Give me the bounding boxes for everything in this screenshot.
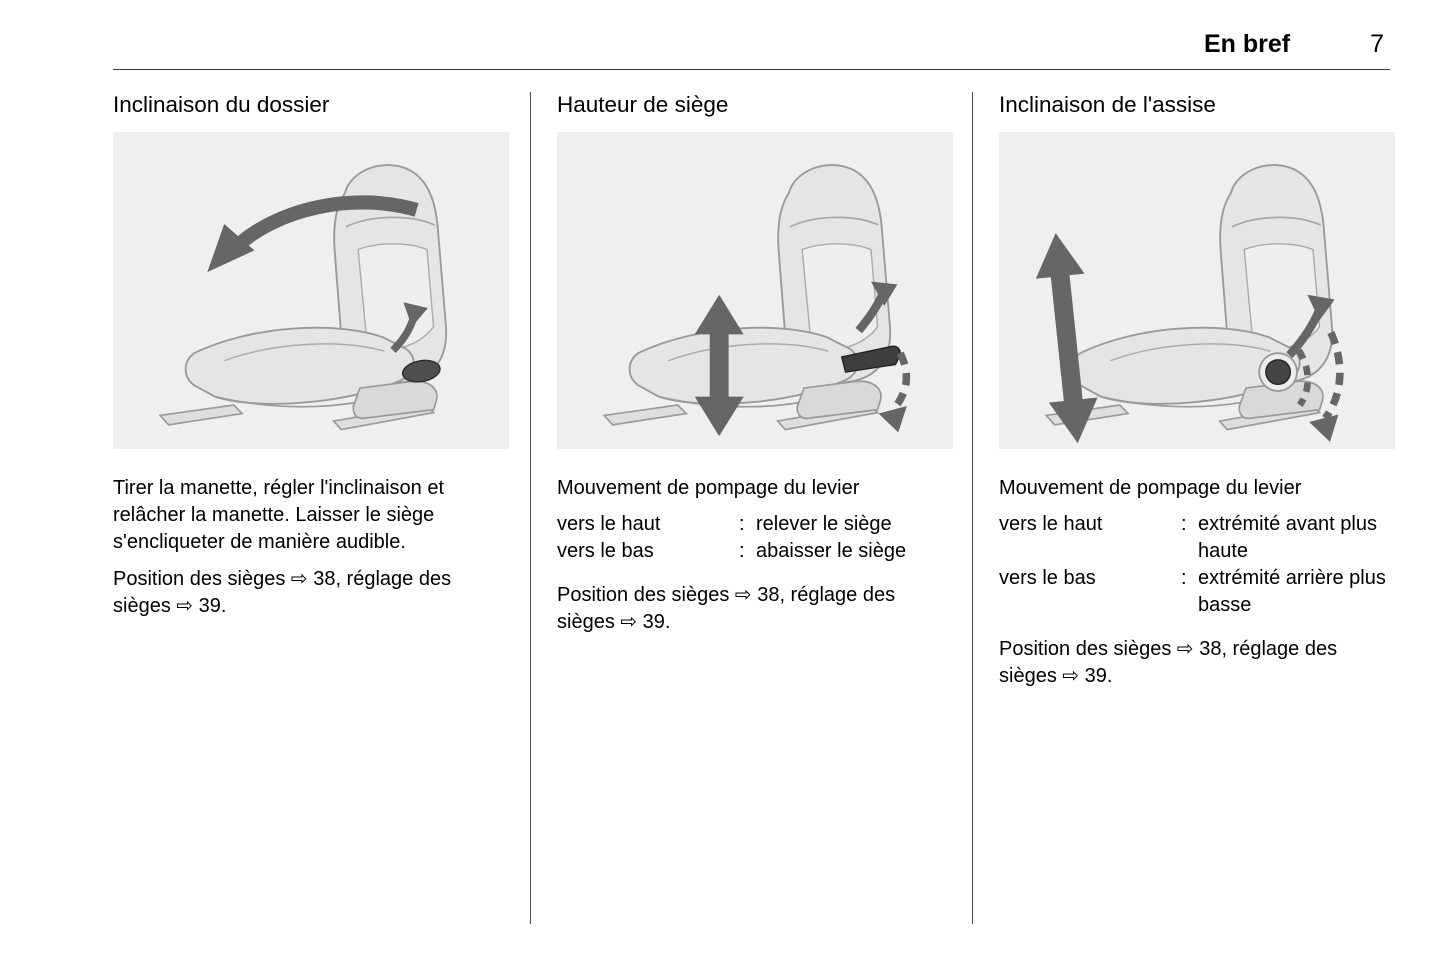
definition-colon: : bbox=[739, 540, 745, 562]
definition-description: extrémité avant plus haute bbox=[1198, 513, 1377, 562]
manual-page: En bref 7 Inclinaison du dossier bbox=[113, 30, 1395, 924]
lever-motion-dashed-arrow bbox=[878, 351, 911, 433]
definition-list: vers le haut : extrémité avant plus haut… bbox=[999, 511, 1395, 619]
definition-term: vers le haut bbox=[999, 513, 1103, 535]
definition-list: vers le haut : relever le siège vers le … bbox=[557, 511, 953, 565]
header-rule bbox=[113, 69, 1390, 70]
page-number: 7 bbox=[1370, 30, 1384, 58]
recline-handwheel bbox=[401, 359, 441, 383]
up-down-arrow bbox=[694, 294, 744, 437]
reference-text: Position des sièges ⇨ 38, réglage des si… bbox=[113, 568, 452, 617]
section-title: Inclinaison du dossier bbox=[113, 92, 330, 117]
up-down-arrow bbox=[1035, 233, 1098, 444]
page-header: En bref 7 bbox=[113, 30, 1390, 59]
seat-height-illustration bbox=[557, 132, 953, 449]
definition-row: vers le haut : extrémité avant plus haut… bbox=[999, 511, 1395, 565]
lead-text: Mouvement de pompage du levier bbox=[999, 477, 1302, 499]
definition-term: vers le haut bbox=[557, 513, 661, 535]
definition-row: vers le haut : relever le siège bbox=[557, 511, 953, 538]
section-title: Hauteur de siège bbox=[557, 92, 729, 117]
definition-description: relever le siège bbox=[756, 513, 892, 535]
seat-height-graphic bbox=[557, 132, 953, 449]
height-lever bbox=[840, 345, 901, 373]
section-title: Inclinaison de l'assise bbox=[999, 92, 1216, 117]
seat-backrest-recline-illustration bbox=[113, 132, 509, 449]
definition-row: vers le bas : extrémité arrière plus bas… bbox=[999, 565, 1395, 619]
tilt-knob bbox=[1258, 352, 1298, 392]
definition-colon: : bbox=[1181, 513, 1187, 535]
lever-motion-dashed-arrow bbox=[1295, 330, 1344, 442]
body-text: Tirer la manette, régler l'inclinaison e… bbox=[113, 477, 444, 553]
content-columns: Inclinaison du dossier bbox=[113, 92, 1395, 924]
seat-tilt-illustration bbox=[999, 132, 1395, 449]
lever-up-arrow bbox=[855, 281, 898, 334]
chapter-title: En bref bbox=[1203, 30, 1291, 58]
reference-text: Position des sièges ⇨ 38, réglage des si… bbox=[999, 638, 1338, 687]
section-cushion-inclination: Inclinaison de l'assise bbox=[972, 92, 1395, 924]
reference-text: Position des sièges ⇨ 38, réglage des si… bbox=[557, 584, 896, 633]
definition-colon: : bbox=[739, 513, 745, 535]
lever-pull-arrow bbox=[390, 302, 428, 354]
definition-row: vers le bas : abaisser le siège bbox=[557, 538, 953, 565]
seat-backrest-recline-graphic bbox=[113, 132, 509, 449]
seat-tilt-graphic bbox=[999, 132, 1395, 449]
lead-text: Mouvement de pompage du levier bbox=[557, 477, 860, 499]
definition-description: extrémité arrière plus basse bbox=[1198, 567, 1386, 616]
definition-term: vers le bas bbox=[999, 567, 1096, 589]
section-seat-height: Hauteur de siège bbox=[530, 92, 972, 924]
definition-description: abaisser le siège bbox=[756, 540, 907, 562]
lever-up-arrow bbox=[1286, 294, 1335, 358]
section-backrest-inclination: Inclinaison du dossier bbox=[113, 92, 530, 924]
definition-term: vers le bas bbox=[557, 540, 654, 562]
definition-colon: : bbox=[1181, 567, 1187, 589]
backrest-recline-arrow bbox=[207, 195, 419, 273]
